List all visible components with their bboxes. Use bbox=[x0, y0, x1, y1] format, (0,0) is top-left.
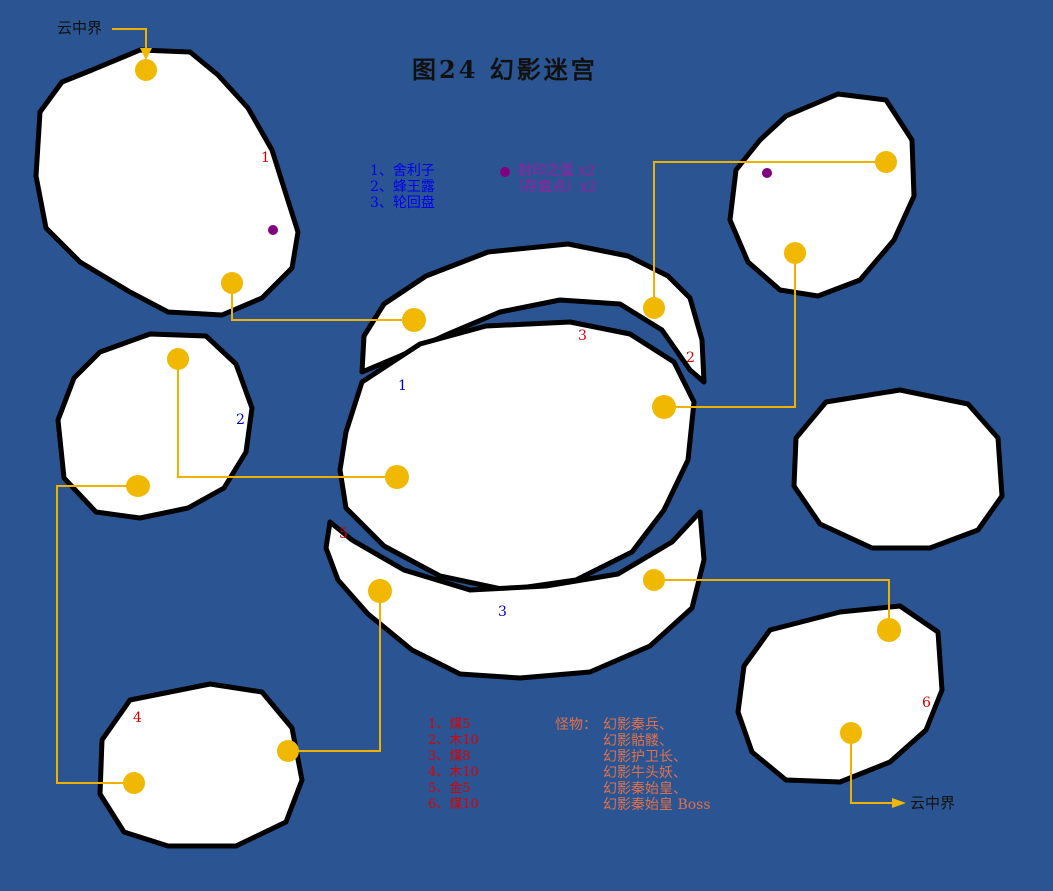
waypoint-node[interactable] bbox=[221, 272, 243, 294]
entrance-arrow-icon bbox=[140, 48, 152, 60]
waypoint-node[interactable] bbox=[368, 579, 392, 603]
treasure-legend-item: 3、轮回盘 bbox=[370, 195, 435, 211]
island-bottom-right bbox=[735, 603, 945, 785]
door-legend-item: 5、金5 bbox=[428, 781, 471, 796]
door-legend-item: 1、煤5 bbox=[428, 717, 471, 732]
door-number: 5 bbox=[339, 526, 348, 542]
save-point-icon[interactable] bbox=[268, 225, 278, 235]
island-center-lower-crescent bbox=[323, 509, 707, 681]
exit-arrow-icon bbox=[892, 798, 906, 808]
door-legend-item: 6、煤10 bbox=[428, 797, 479, 812]
exit-label-bottom-right[interactable]: 云中界 bbox=[910, 794, 956, 812]
waypoint-node[interactable] bbox=[877, 618, 901, 642]
door-number: 4 bbox=[133, 710, 142, 726]
waypoint-node[interactable] bbox=[277, 740, 299, 762]
waypoint-node[interactable] bbox=[402, 308, 426, 332]
waypoint-node[interactable] bbox=[784, 242, 806, 264]
island-center-upper-crescent bbox=[359, 241, 707, 385]
route-center-to-topright bbox=[653, 161, 886, 308]
monster-legend-item: 幻影秦兵、 bbox=[603, 717, 673, 733]
route-topright-to-center bbox=[664, 253, 796, 408]
waypoint-node[interactable] bbox=[123, 772, 145, 794]
route-topleft-to-center bbox=[231, 283, 414, 321]
monster-legend-item: 幻影护卫长、 bbox=[603, 749, 687, 765]
monster-legend-item: 幻影秦始皇、 bbox=[603, 781, 687, 797]
route-bottomright-to-exit bbox=[850, 733, 896, 804]
treasure-number: 2 bbox=[236, 412, 245, 428]
waypoint-node[interactable] bbox=[643, 569, 665, 591]
route-entrance bbox=[112, 28, 147, 50]
door-number: 3 bbox=[578, 328, 587, 344]
island-top-left bbox=[33, 47, 301, 318]
waypoint-node[interactable] bbox=[643, 297, 665, 319]
island-left-middle bbox=[55, 331, 255, 521]
save-legend-line1: 封印之蛋 x2 bbox=[518, 163, 596, 179]
save-legend-dot-icon bbox=[500, 167, 510, 177]
save-point-icon[interactable] bbox=[762, 168, 772, 178]
waypoint-node[interactable] bbox=[135, 59, 157, 81]
island-center-main bbox=[337, 319, 697, 593]
island-right-middle bbox=[791, 387, 1005, 551]
route-leftmid-to-center bbox=[177, 359, 397, 478]
monster-legend-label: 怪物： bbox=[555, 717, 597, 733]
treasure-number: 3 bbox=[498, 604, 507, 620]
waypoint-node[interactable] bbox=[167, 348, 189, 370]
save-legend-line2: （存盘点）x2 bbox=[510, 179, 597, 195]
route-bottomleft-to-center bbox=[288, 591, 381, 752]
treasure-legend-item: 2、蜂王露 bbox=[370, 179, 435, 195]
route-leftmid-to-bottomleft bbox=[56, 485, 138, 784]
monster-legend-item: 幻影牛头妖、 bbox=[603, 765, 687, 781]
monster-legend-item: 幻影秦始皇 Boss bbox=[603, 797, 711, 813]
waypoint-node[interactable] bbox=[840, 722, 862, 744]
exit-label-top-left[interactable]: 云中界 bbox=[57, 19, 103, 37]
waypoint-node[interactable] bbox=[652, 395, 676, 419]
door-legend-item: 2、木10 bbox=[428, 733, 479, 748]
door-legend-item: 3、煤8 bbox=[428, 749, 471, 764]
island-top-right bbox=[727, 91, 917, 299]
waypoint-node[interactable] bbox=[385, 465, 409, 489]
treasure-legend-item: 1、舍利子 bbox=[370, 163, 435, 179]
route-center-to-bottomright bbox=[654, 579, 890, 630]
waypoint-node[interactable] bbox=[875, 151, 897, 173]
map-title: 图24 幻影迷宫 bbox=[412, 55, 598, 84]
door-number: 2 bbox=[686, 350, 695, 366]
door-number: 6 bbox=[922, 695, 931, 711]
door-number: 1 bbox=[261, 150, 270, 166]
monster-legend-item: 幻影骷髅、 bbox=[603, 733, 673, 749]
island-bottom-left bbox=[97, 681, 305, 849]
door-legend-item: 4、木10 bbox=[428, 765, 479, 780]
waypoint-node[interactable] bbox=[126, 475, 150, 497]
treasure-number: 1 bbox=[398, 378, 407, 394]
